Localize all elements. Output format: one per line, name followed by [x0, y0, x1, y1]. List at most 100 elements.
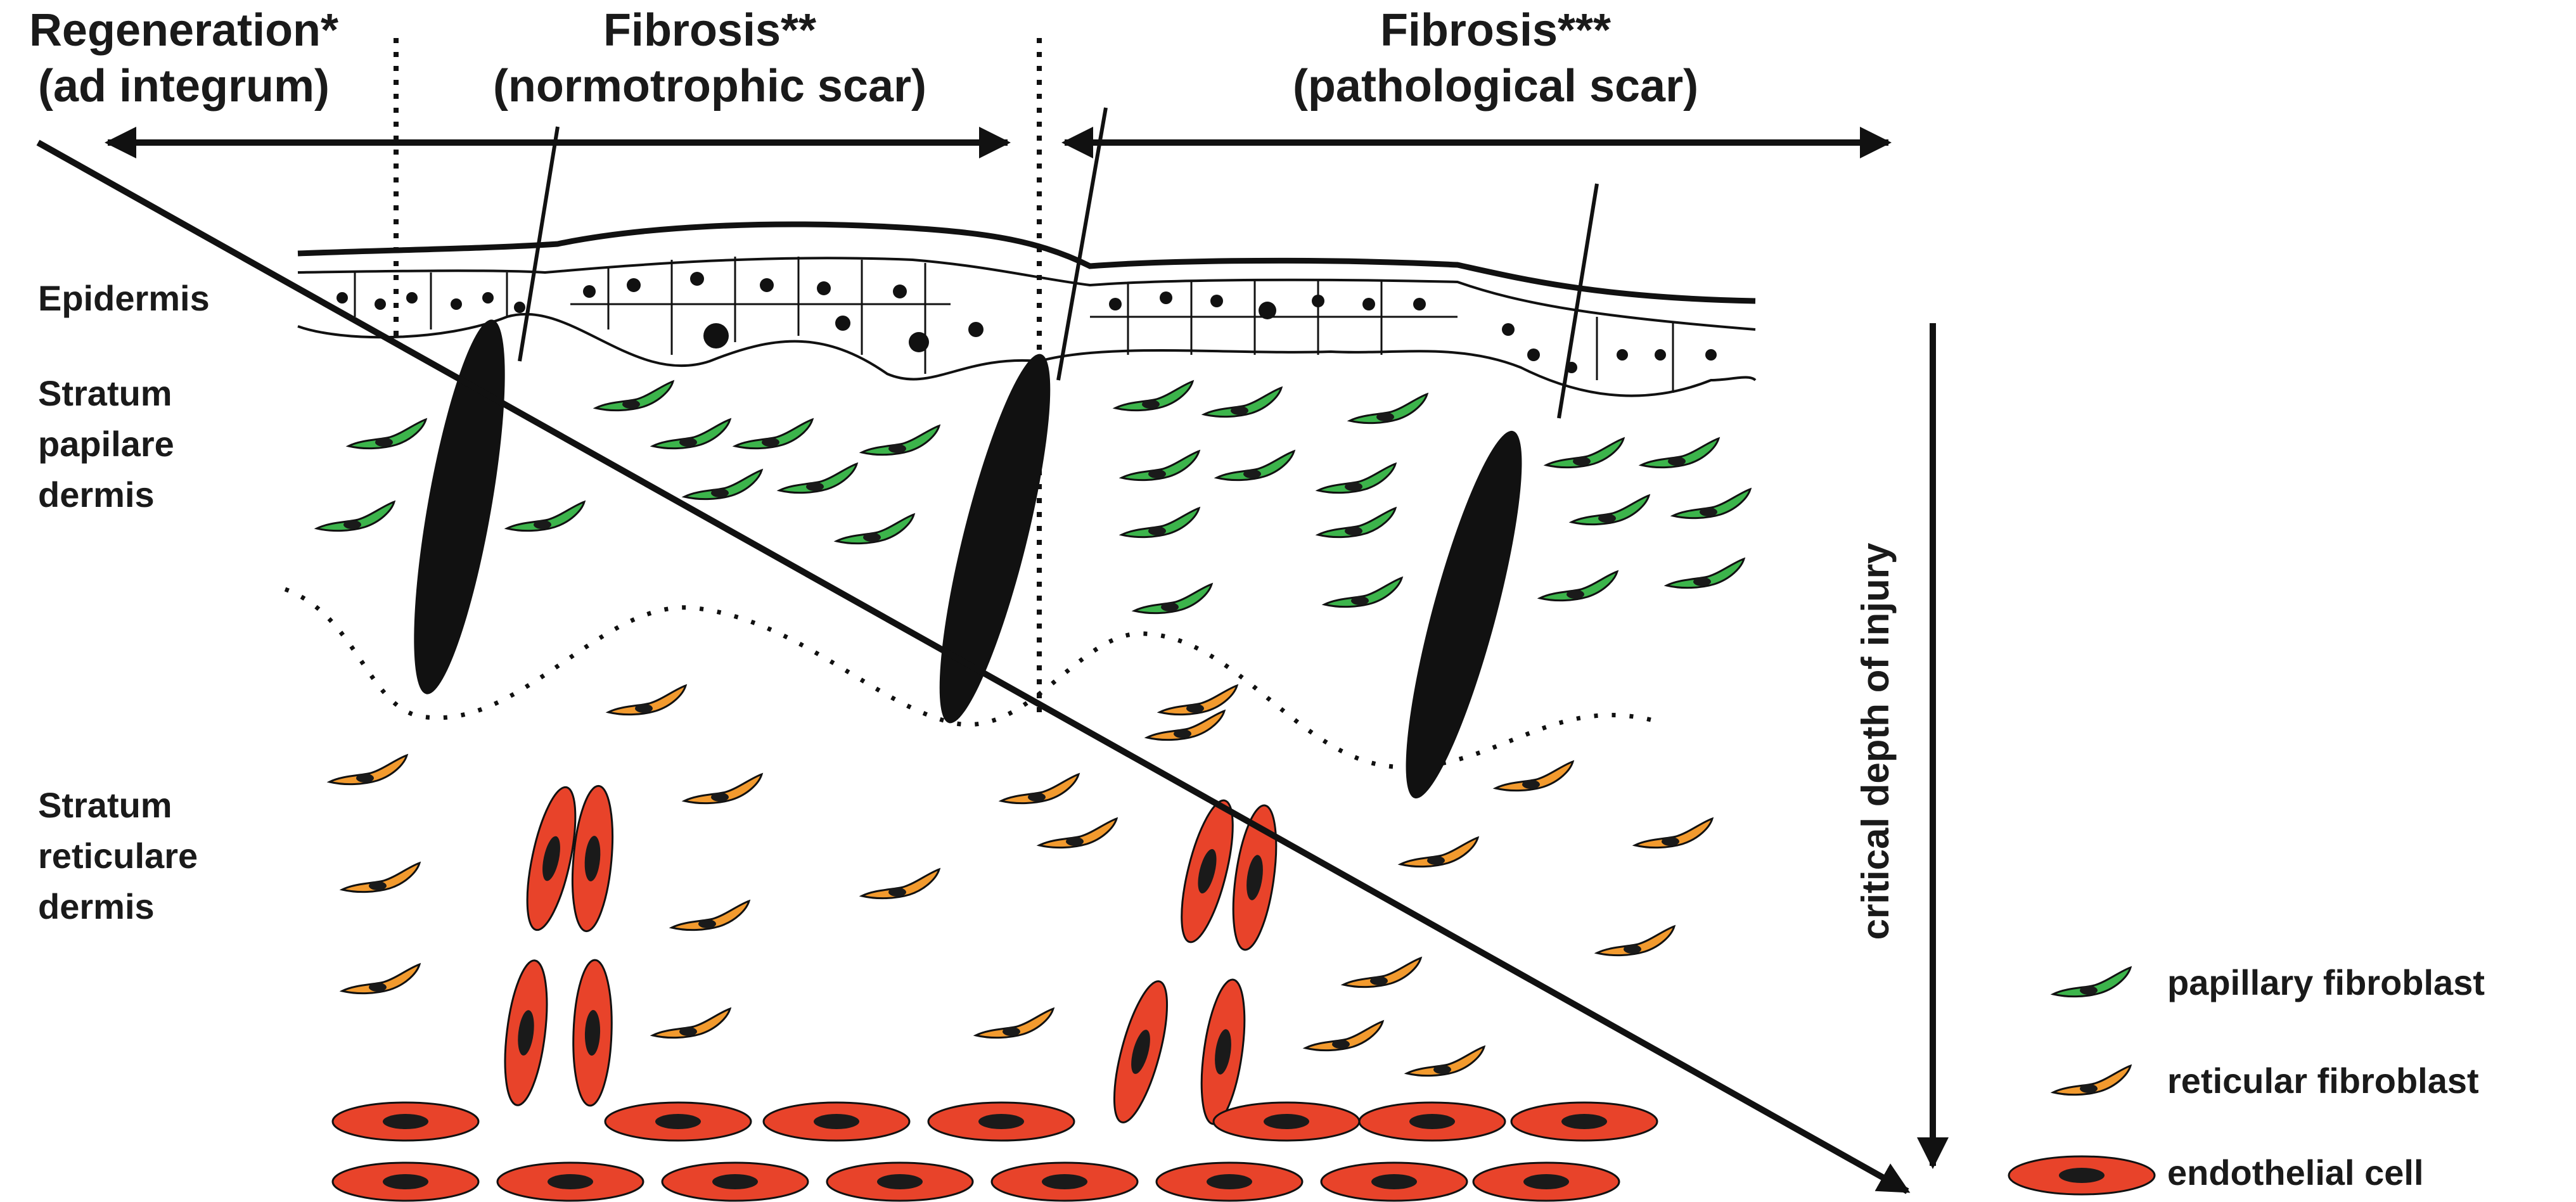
reticular-line2: reticulare — [38, 836, 198, 876]
endothelial-cell-icon — [2008, 1155, 2156, 1196]
reticular-fibroblast — [1036, 817, 1118, 849]
endothelial-cell — [762, 1101, 911, 1142]
label-epidermis: Epidermis — [38, 278, 210, 318]
reticular-fibroblast — [1157, 684, 1239, 716]
reticular-fibroblast — [326, 753, 409, 786]
legend-papillary-label: papillary fibroblast — [2167, 962, 2485, 1002]
papillary-fibroblast — [1347, 392, 1429, 425]
critical-depth-diagonal — [36, 139, 1911, 1194]
endothelial-cell — [1155, 1161, 1304, 1202]
endothelial-cell — [927, 1101, 1075, 1142]
endothelial-cell — [990, 1161, 1139, 1202]
regeneration-subtitle: (ad integrum) — [38, 61, 330, 112]
endothelial-cell — [331, 1101, 480, 1142]
header-fibrosis-pathological: Fibrosis*** (pathological scar) — [1293, 5, 1698, 112]
reticular-fibroblast — [859, 867, 941, 900]
endothelial-cell — [526, 786, 577, 931]
reticular-fibroblast — [998, 772, 1080, 805]
endothelial-cell — [496, 1161, 644, 1202]
endothelial-cell — [661, 1161, 809, 1202]
fibrosis-normo-title: Fibrosis** — [603, 5, 816, 56]
legend-reticular-icon — [2050, 1064, 2132, 1096]
reticular-fibroblast — [339, 861, 421, 893]
reticular-fibroblast — [1632, 817, 1714, 849]
endothelial-cell — [826, 1161, 974, 1202]
papillary-fibroblast — [504, 500, 586, 532]
papillary-fibroblast — [314, 500, 396, 532]
papillary-fibroblast — [1214, 449, 1296, 482]
label-papillary-dermis: Stratum papilare dermis — [38, 373, 174, 515]
reticular-fibroblast — [669, 899, 751, 931]
fibrosis-patho-subtitle: (pathological scar) — [1293, 61, 1698, 112]
endothelial-cell — [572, 959, 613, 1107]
papillary-fibroblast — [1112, 380, 1195, 412]
fibrosis-patho-title: Fibrosis*** — [1380, 5, 1611, 56]
hair-follicle-3 — [1406, 430, 1522, 799]
papillary-fibroblast — [833, 513, 916, 545]
endothelial-cell — [1212, 1101, 1361, 1142]
reticular-fibroblast — [1302, 1020, 1385, 1052]
hair-follicle-2 — [939, 354, 1051, 724]
reticular-fibroblast — [681, 772, 764, 805]
reticular-fibroblast — [973, 1007, 1055, 1039]
hair-follicle-1 — [414, 319, 505, 694]
legend-endothelial-icon — [2008, 1155, 2156, 1196]
papillary-fibroblast — [1201, 386, 1283, 418]
reticular-fibroblasts — [326, 684, 1714, 1077]
papillary-fibroblasts — [314, 380, 1752, 615]
papillary-fibroblast — [1663, 557, 1746, 589]
papillary-fibroblast — [1315, 506, 1397, 539]
reticular-fibroblast — [1492, 760, 1575, 792]
label-reticular-dermis: Stratum reticulare dermis — [38, 785, 198, 926]
critical-depth-label: critical depth of injury — [1854, 542, 1897, 940]
papillary-fibroblast — [593, 380, 675, 412]
reticular-fibroblast — [1404, 1045, 1486, 1077]
papillary-fibroblast — [859, 424, 941, 456]
papillary-fibroblast — [1118, 506, 1201, 539]
papillary-fibroblast — [1537, 570, 1619, 602]
papillary-fibroblast — [1543, 437, 1625, 469]
endothelial-cell — [1181, 799, 1234, 943]
papillary-line1: Stratum — [38, 373, 172, 413]
reticular-line1: Stratum — [38, 785, 172, 825]
fibrosis-normo-subtitle: (normotrophic scar) — [493, 61, 926, 112]
reticular-fibroblast — [1397, 836, 1480, 868]
endothelial-cell — [1472, 1161, 1620, 1202]
papillary-fibroblast-icon — [2050, 966, 2132, 998]
header-fibrosis-normotrophic: Fibrosis** (normotrophic scar) — [493, 5, 926, 112]
endothelial-cell — [604, 1101, 752, 1142]
reticular-line3: dermis — [38, 886, 155, 926]
header-regeneration: Regeneration* (ad integrum) — [29, 5, 338, 112]
papillary-fibroblast — [1131, 582, 1214, 615]
papillary-fibroblast — [732, 418, 814, 450]
endothelial-cell — [1358, 1101, 1506, 1142]
legend-reticular-label: reticular fibroblast — [2167, 1061, 2479, 1101]
papillary-fibroblast — [1321, 576, 1404, 608]
hair-follicles — [414, 107, 1599, 799]
papillary-fibroblast — [1568, 494, 1651, 526]
legend: papillary fibroblast reticular fibroblas… — [2008, 962, 2485, 1196]
papillary-fibroblast — [1315, 462, 1397, 494]
endothelial-cell — [1510, 1101, 1658, 1142]
papillary-fibroblast — [1670, 487, 1752, 520]
endothelial-cell — [1113, 980, 1169, 1123]
reticular-fibroblast-icon — [2050, 1064, 2132, 1096]
reticular-fibroblast — [1594, 924, 1676, 957]
papillary-line2: papilare — [38, 424, 174, 464]
endothelial-cells — [331, 784, 1658, 1202]
regeneration-title: Regeneration* — [29, 5, 338, 56]
epidermis-layer — [297, 221, 1757, 397]
reticular-fibroblast — [1340, 956, 1423, 988]
endothelial-cell — [571, 784, 614, 933]
reticular-fibroblast — [605, 684, 688, 716]
legend-papillary-icon — [2050, 966, 2132, 998]
endothelial-cell — [1232, 804, 1278, 951]
papillary-fibroblast — [776, 462, 859, 494]
endothelial-cell — [504, 959, 548, 1106]
papillary-line3: dermis — [38, 475, 155, 515]
papillary-fibroblast — [1638, 437, 1721, 469]
legend-endothelial-label: endothelial cell — [2167, 1153, 2424, 1192]
papillary-fibroblast — [1118, 449, 1201, 482]
reticular-fibroblast — [650, 1007, 732, 1039]
